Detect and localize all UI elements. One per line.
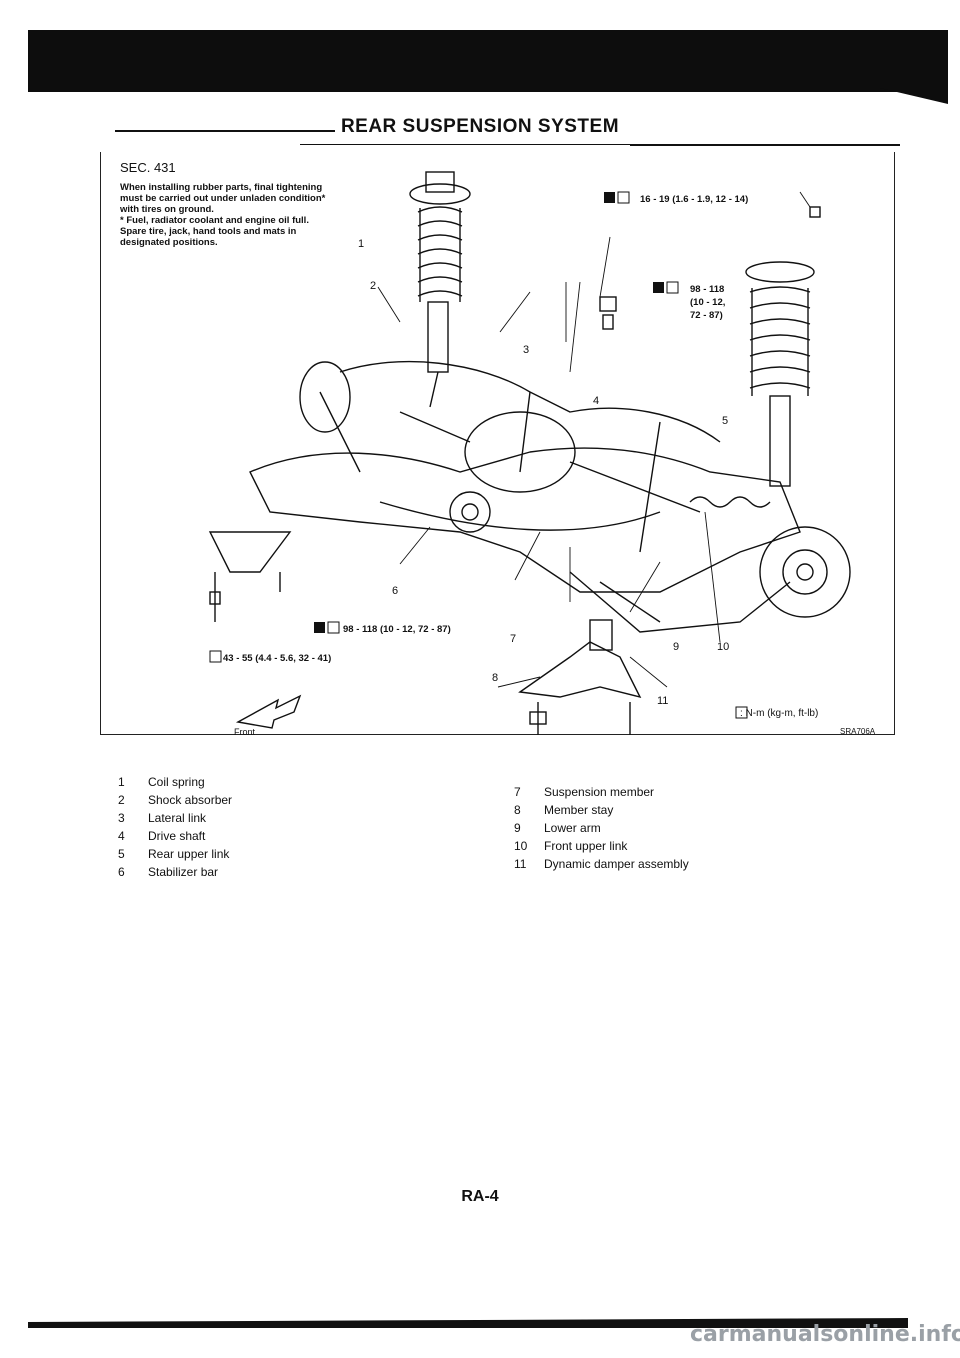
page-title: REAR SUSPENSION SYSTEM <box>340 116 620 137</box>
differential <box>449 411 576 533</box>
front-arrow-icon <box>235 694 302 729</box>
callout-6: 6 <box>392 585 399 597</box>
callout-7: 7 <box>510 633 517 645</box>
note-line: with tires on ground. <box>120 204 214 215</box>
member-stay-left <box>208 531 292 622</box>
legend-label: Drive shaft <box>148 829 206 843</box>
torque-spec-mid-a: 98 - 118 <box>690 284 725 295</box>
suspension-illustration <box>208 171 851 735</box>
legend-number: 1 <box>118 775 125 789</box>
callout-11: 11 <box>657 695 669 707</box>
callout-4: 4 <box>593 395 600 407</box>
right-coil-spring <box>745 261 815 487</box>
section-number: SEC. 431 <box>120 160 176 175</box>
torque-spec-upper: 16 - 19 (1.6 - 1.9, 12 - 14) <box>640 194 749 205</box>
title-rule-left <box>115 130 335 132</box>
legend-number: 11 <box>514 857 527 871</box>
legend-number: 6 <box>118 865 125 879</box>
note-line: Spare tire, jack, hand tools and mats in <box>120 226 297 237</box>
legend-label: Suspension member <box>544 785 655 799</box>
watermark: carmanualsonline.info <box>690 1322 960 1347</box>
right-brake-disc <box>759 526 851 618</box>
legend-item: 5 Rear upper link <box>118 845 232 863</box>
front-label: Front <box>234 727 256 737</box>
legend-label: Lateral link <box>148 811 207 825</box>
legend-item: 8 Member stay <box>514 801 689 819</box>
note-line: When installing rubber parts, final tigh… <box>120 182 323 193</box>
figure-id: SRA706A <box>840 727 876 736</box>
torque-icons <box>209 191 748 719</box>
footer-black-bar <box>28 1318 908 1328</box>
legend-label: Coil spring <box>148 775 205 789</box>
lower-arm <box>569 571 791 633</box>
legend-number: 4 <box>118 829 125 843</box>
leader-lines <box>377 191 811 688</box>
callout-8: 8 <box>492 672 499 684</box>
legend-label: Lower arm <box>544 821 601 835</box>
legend-number: 2 <box>118 793 125 807</box>
legend-number: 8 <box>514 803 521 817</box>
torque-unit-label: : N-m (kg-m, ft-lb) <box>740 708 819 719</box>
page-number: RA-4 <box>461 1188 499 1205</box>
legend-label: Member stay <box>544 803 614 817</box>
member-stay-right <box>518 619 642 735</box>
legend-item: 4 Drive shaft <box>118 827 232 845</box>
legend-item: 9 Lower arm <box>514 819 689 837</box>
legend-item: 7 Suspension member <box>514 783 689 801</box>
legend-number: 7 <box>514 785 521 799</box>
legend-item: 6 Stabilizer bar <box>118 863 232 881</box>
callout-1: 1 <box>358 238 365 250</box>
drive-shafts <box>399 411 771 513</box>
note-line: * Fuel, radiator coolant and engine oil … <box>120 215 309 226</box>
callout-2: 2 <box>370 280 377 292</box>
legend-left: 1 Coil spring 2 Shock absorber 3 Lateral li… <box>118 773 232 881</box>
left-hub <box>299 361 351 433</box>
legend-label: Front upper link <box>544 839 628 853</box>
callout-9: 9 <box>673 641 680 653</box>
callout-10: 10 <box>717 641 730 653</box>
legend-number: 9 <box>514 821 521 835</box>
note-line: must be carried out under unladen condit… <box>120 193 326 204</box>
installation-note: When installing rubber parts, final tigh… <box>120 182 390 248</box>
torque-spec-mid-b: (10 - 12, <box>690 297 726 308</box>
callout-5: 5 <box>722 415 729 427</box>
legend-item: 1 Coil spring <box>118 773 232 791</box>
stabilizer-bar <box>379 501 661 531</box>
figure-frame <box>100 152 895 735</box>
legend-item: 11 Dynamic damper assembly <box>514 855 689 873</box>
legend-item: 10 Front upper link <box>514 837 689 855</box>
legend-label: Shock absorber <box>148 793 233 807</box>
legend-label: Stabilizer bar <box>148 865 219 879</box>
left-coil-spring <box>409 171 471 302</box>
left-shock-absorber <box>427 301 449 408</box>
legend-label: Dynamic damper assembly <box>544 857 689 871</box>
header-bar-tail <box>880 88 948 104</box>
bolts <box>529 206 821 725</box>
legend-number: 3 <box>118 811 125 825</box>
torque-spec-lower: 98 - 118 (10 - 12, 72 - 87) <box>343 624 451 635</box>
header-black-bar <box>28 30 948 92</box>
suspension-member <box>249 360 801 593</box>
legend-number: 10 <box>514 839 528 853</box>
legend-right: 7 Suspension member 8 Member stay 9 Lower a… <box>514 783 689 873</box>
torque-spec-stay: 43 - 55 (4.4 - 5.6, 32 - 41) <box>223 653 332 664</box>
legend-label: Rear upper link <box>148 847 230 861</box>
legend-item: 2 Shock absorber <box>118 791 232 809</box>
note-line: designated positions. <box>120 237 218 248</box>
title-rule-middle <box>300 144 640 145</box>
legend-number: 5 <box>118 847 125 861</box>
torque-spec-mid-c: 72 - 87) <box>690 310 723 321</box>
callout-3: 3 <box>523 344 530 356</box>
title-rule-right <box>630 144 900 146</box>
legend-item: 3 Lateral link <box>118 809 232 827</box>
